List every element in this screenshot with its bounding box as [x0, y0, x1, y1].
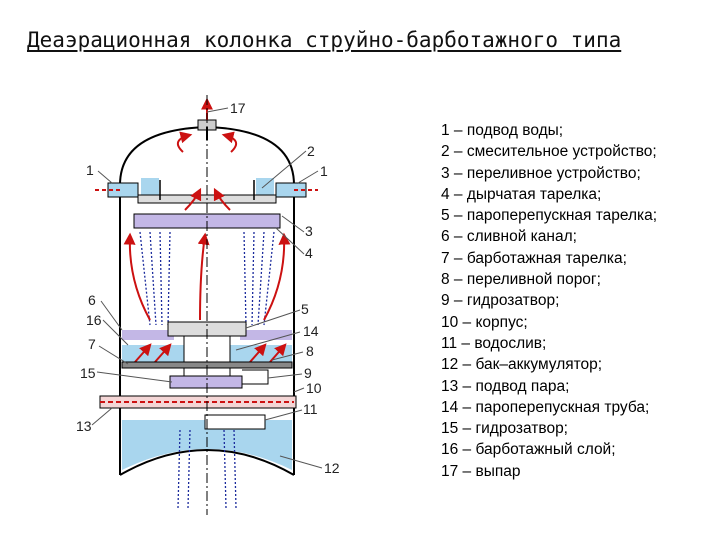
legend-item: 17 – выпар	[441, 461, 657, 482]
label-3: 3	[305, 223, 313, 239]
legend-item: 11 – водослив;	[441, 333, 657, 354]
legend-item: 7 – барботажная тарелка;	[441, 248, 657, 269]
label-9: 9	[304, 365, 312, 381]
legend-item: 14 – пароперепускная труба;	[441, 397, 657, 418]
label-4: 4	[305, 245, 313, 261]
legend-item: 5 – пароперепускная тарелка;	[441, 205, 657, 226]
label-13: 13	[76, 418, 92, 434]
legend-item: 4 – дырчатая тарелка;	[441, 184, 657, 205]
legend-item: 3 – переливное устройство;	[441, 163, 657, 184]
legend-item: 16 – барботажный слой;	[441, 439, 657, 460]
legend-item: 10 – корпус;	[441, 312, 657, 333]
legend-item: 2 – смесительное устройство;	[441, 141, 657, 162]
label-11: 11	[303, 401, 318, 417]
legend-item: 8 – переливной порог;	[441, 269, 657, 290]
label-16: 16	[86, 312, 102, 328]
label-17: 17	[230, 100, 246, 116]
label-12: 12	[324, 460, 340, 476]
steam-supply-pipe	[100, 396, 296, 408]
legend-item: 1 – подвод воды;	[441, 120, 657, 141]
legend-item: 12 – бак–аккумулятор;	[441, 354, 657, 375]
legend-item: 6 – сливной канал;	[441, 226, 657, 247]
label-15: 15	[80, 365, 96, 381]
label-1-left: 1	[86, 162, 94, 178]
legend-item: 13 – подвод пара;	[441, 376, 657, 397]
legend-item: 9 – гидрозатвор;	[441, 290, 657, 311]
label-14: 14	[303, 323, 319, 339]
legend-item: 15 – гидрозатвор;	[441, 418, 657, 439]
parts-legend: 1 – подвод воды; 2 – смесительное устрой…	[441, 120, 657, 482]
label-7: 7	[88, 336, 96, 352]
label-1-right: 1	[320, 163, 328, 179]
label-2: 2	[307, 143, 315, 159]
overflow-weir	[205, 415, 265, 429]
label-10: 10	[306, 380, 322, 396]
label-5: 5	[301, 301, 309, 317]
label-6: 6	[88, 292, 96, 308]
label-8: 8	[306, 343, 314, 359]
